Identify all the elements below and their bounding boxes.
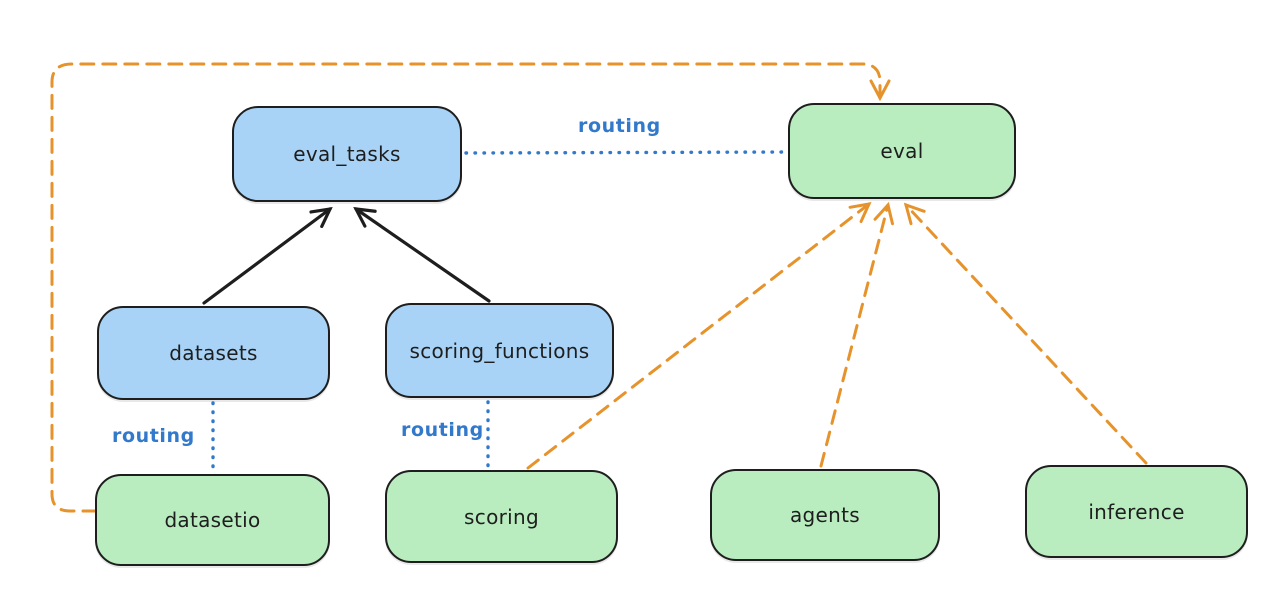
node-datasets-label: datasets [169,341,258,365]
edge-label-routing-scoring-functions-scoring: routing [401,419,484,441]
node-agents: agents [710,469,940,561]
edge-scoring-to-eval [526,202,872,470]
node-eval-tasks-label: eval_tasks [293,142,401,166]
node-eval-tasks: eval_tasks [232,106,462,202]
node-scoring-functions-label: scoring_functions [409,338,590,363]
node-datasets: datasets [97,306,330,400]
edge-datasets-to-eval-tasks [202,206,333,305]
edge-scoring-functions-to-eval-tasks [353,207,491,303]
node-scoring-label: scoring [464,504,539,529]
edge-inference-to-eval [903,202,1148,465]
node-datasetio: datasetio [95,474,330,566]
node-scoring-functions: scoring_functions [385,303,614,398]
node-inference: inference [1025,465,1248,558]
node-inference-label: inference [1088,499,1185,524]
edge-label-routing-datasets-datasetio: routing [112,425,195,447]
edge-label-routing-eval-tasks-eval: routing [578,115,661,137]
edge-agents-to-eval [819,201,894,468]
node-eval-label: eval [880,139,924,163]
edge-eval-tasks-to-eval-routing [464,150,787,155]
node-scoring: scoring [385,470,618,563]
edge-datasetio-to-eval [50,62,891,513]
node-eval: eval [788,103,1016,199]
node-agents-label: agents [790,503,860,527]
node-datasetio-label: datasetio [164,508,261,532]
